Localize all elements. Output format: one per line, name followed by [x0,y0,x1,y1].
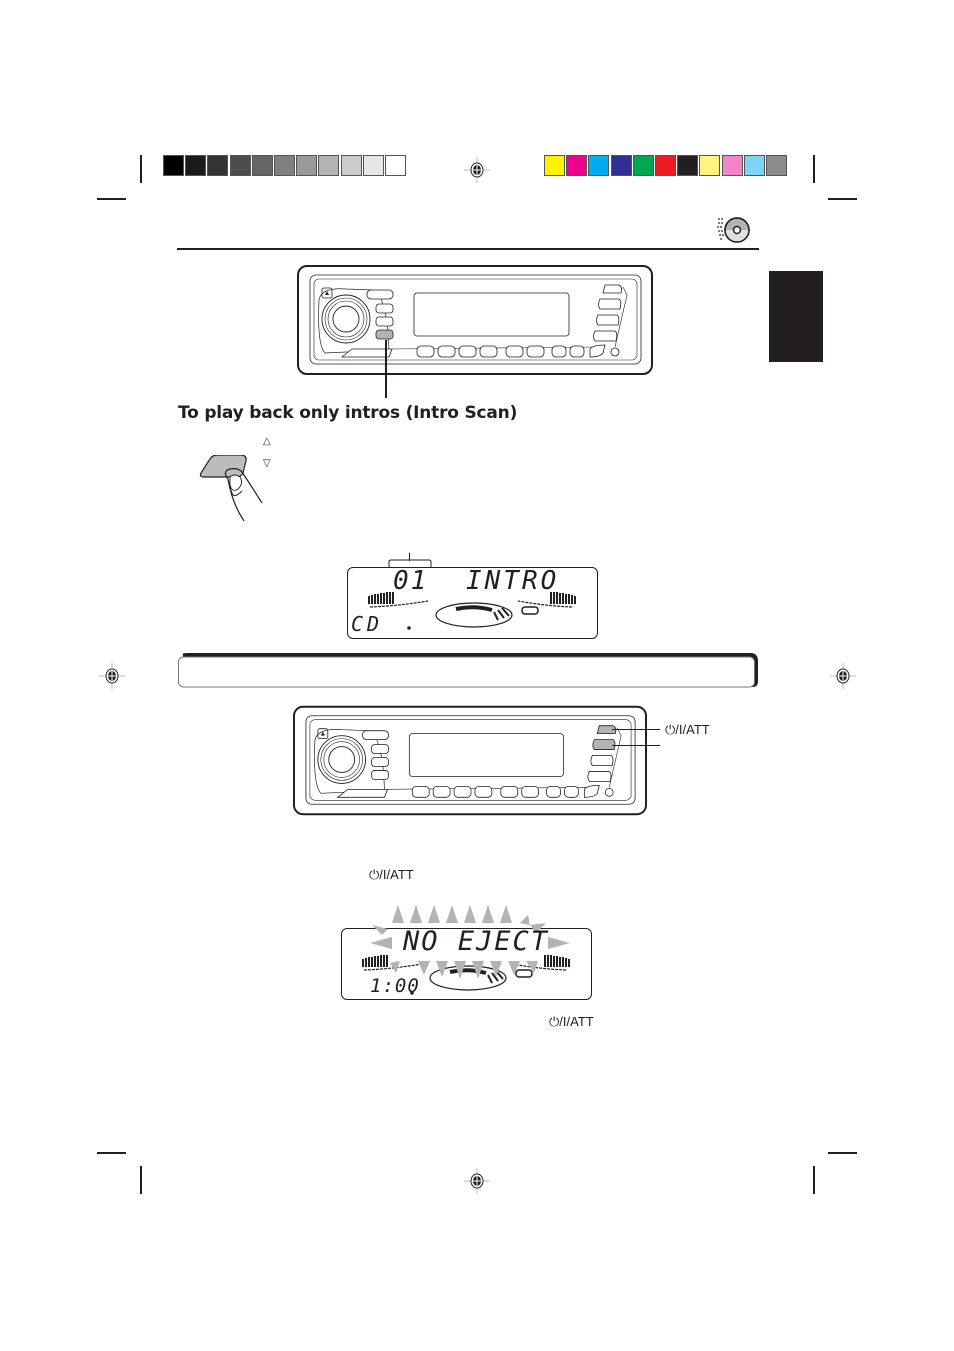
color-swatch [588,155,610,176]
crosshair-registration-icon [99,663,125,689]
crosshair-registration-icon [464,157,490,183]
callout-line-power-att [612,729,660,730]
crop-mark-top-left-h [97,198,126,200]
gray-swatch [251,155,273,176]
crop-mark-bottom-left-v [140,1166,142,1194]
color-swatch [655,155,676,176]
crop-mark-top-left-v [140,155,142,183]
gray-swatch [163,155,184,176]
power-att-inline-label: ⏻/I/ATT [369,867,414,882]
color-swatch [743,155,765,176]
power-att-inline-label: ⏻/I/ATT [549,1014,594,1029]
crop-mark-bottom-left-h [97,1152,126,1154]
lcd-level-meters [368,592,576,630]
car-stereo-faceplate [297,265,653,375]
header-rule [177,248,759,250]
crosshair-registration-icon [464,1168,490,1194]
lcd-message-text: NO EJECT [403,926,550,957]
finger-press-button-illustration [199,455,263,522]
down-arrow-icon: ▽ [263,458,271,469]
section-title-bar [178,653,758,688]
lcd-time-text: 1:00 [370,975,420,997]
up-arrow-icon: △ [263,436,271,447]
track-bracket [388,559,432,571]
lcd-source-text: CD [351,612,384,636]
cd-source-icon [717,217,750,243]
color-swatch [766,155,787,176]
crop-mark-bottom-right-h [828,1152,857,1154]
color-swatch [544,155,565,176]
crop-mark-bottom-right-v [813,1166,815,1194]
crosshair-registration-icon [830,663,856,689]
gray-swatch [340,155,362,176]
gray-swatch [318,155,340,176]
gray-swatch [274,155,295,176]
car-stereo-faceplate [293,705,647,816]
color-swatch [677,155,699,176]
color-swatch [699,155,721,176]
callout-line [409,553,410,561]
color-swatch [721,155,743,176]
color-swatch [610,155,632,176]
gray-swatch [185,155,207,176]
color-swatch [566,155,588,176]
flashing-indicator-rays [370,905,570,979]
gray-swatch [362,155,384,176]
power-att-button-label: ⏻/I/ATT [665,722,710,737]
language-tab [769,271,823,362]
crop-mark-top-right-h [828,198,857,200]
gray-swatch [229,155,251,176]
crop-mark-top-right-v [813,155,815,183]
gray-swatch [296,155,318,176]
lcd-mode-text: INTRO [466,566,560,596]
lcd-display-intro: 01 INTRO CD [347,566,598,639]
callout-line [385,340,387,398]
lcd-track-number: 01 [393,566,429,596]
color-swatch [632,155,654,176]
callout-line-second-button [612,745,660,746]
section-heading: To play back only intros (Intro Scan) [178,403,518,423]
gray-swatch [207,155,229,176]
gray-swatch [385,155,406,176]
